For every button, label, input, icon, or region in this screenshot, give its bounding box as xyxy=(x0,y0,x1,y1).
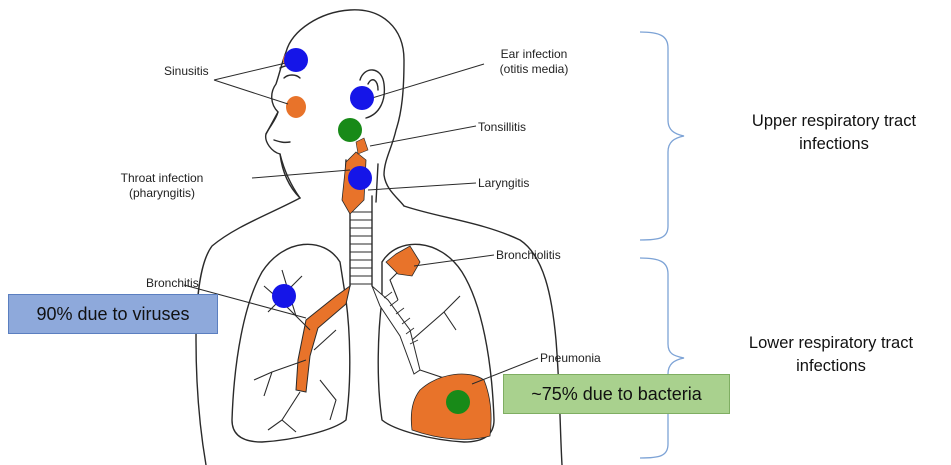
upper-respiratory-group: Upper respiratory tract infections xyxy=(718,110,950,156)
label-pneumonia: Pneumonia xyxy=(540,351,601,366)
lower-group-line2: infections xyxy=(712,355,950,378)
viruses-callout: 90% due to viruses xyxy=(8,294,218,334)
label-ear-infection-line2: (otitis media) xyxy=(484,62,584,77)
lower-group-line1: Lower respiratory tract xyxy=(712,332,950,355)
label-sinusitis: Sinusitis xyxy=(164,64,209,79)
lower-respiratory-group: Lower respiratory tract infections xyxy=(712,332,950,378)
label-ear-infection-line1: Ear infection xyxy=(484,47,584,62)
left-bronchus xyxy=(296,286,350,392)
chin-line xyxy=(280,154,300,198)
ear-inner xyxy=(368,80,378,90)
upper-group-line2: infections xyxy=(718,133,950,156)
label-laryngitis: Laryngitis xyxy=(478,176,529,191)
sinus-area-lower xyxy=(286,96,306,118)
upper-bracket xyxy=(640,32,684,240)
label-throat-infection: Throat infection (pharyngitis) xyxy=(102,171,222,201)
bacteria-dot-tonsil xyxy=(338,118,362,142)
label-ear-infection: Ear infection (otitis media) xyxy=(484,47,584,77)
label-throat-line2: (pharyngitis) xyxy=(102,186,222,201)
lower-bracket xyxy=(640,258,684,458)
label-tonsillitis: Tonsillitis xyxy=(478,120,526,135)
label-bronchiolitis: Bronchiolitis xyxy=(496,248,561,263)
virus-dot-sinus xyxy=(284,48,308,72)
eye-outline xyxy=(284,75,300,78)
virus-dot-ear xyxy=(350,86,374,110)
virus-dot-larynx xyxy=(348,166,372,190)
mouth-line xyxy=(274,140,290,142)
label-bronchitis: Bronchitis xyxy=(146,276,199,291)
bacteria-dot-pneumonia xyxy=(446,390,470,414)
bronchiolitis-area xyxy=(386,246,420,276)
virus-dot-bronchitis xyxy=(272,284,296,308)
label-throat-line1: Throat infection xyxy=(102,171,222,186)
tonsil-area xyxy=(356,138,368,154)
bacteria-callout: ~75% due to bacteria xyxy=(503,374,730,414)
nose-line xyxy=(266,112,278,134)
upper-group-line1: Upper respiratory tract xyxy=(718,110,950,133)
